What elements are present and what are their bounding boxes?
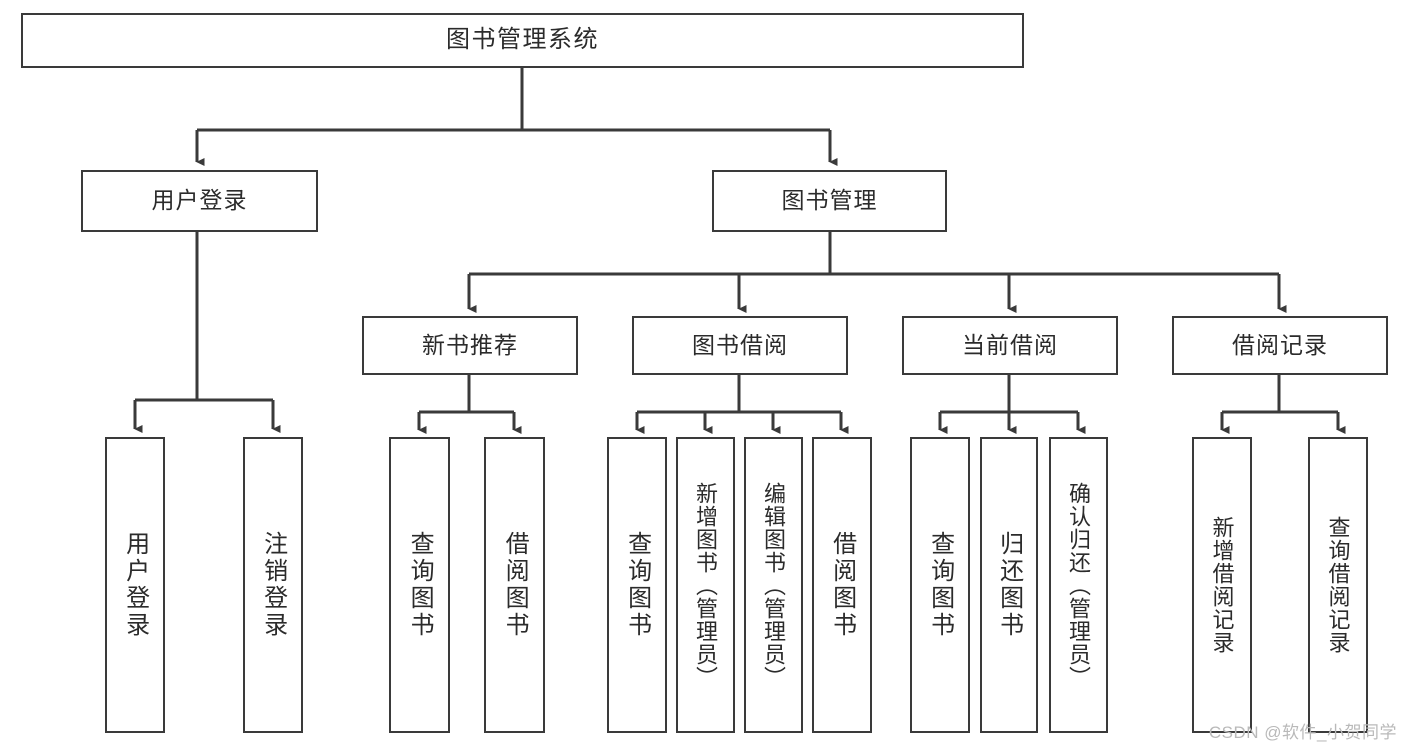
node-label: 查询图书	[406, 531, 434, 639]
node-label: 编辑图书（管理员）	[761, 481, 787, 689]
leaf-book-borrow-query-book[interactable]: 查询图书	[607, 437, 667, 733]
leaf-new-book-borrow-book[interactable]: 借阅图书	[484, 437, 545, 733]
leaf-user-login-login[interactable]: 用户登录	[105, 437, 165, 733]
node-label: 用户登录	[151, 187, 248, 214]
leaf-new-book-query-book[interactable]: 查询图书	[389, 437, 450, 733]
node-root-book-management-system[interactable]: 图书管理系统	[21, 13, 1024, 68]
node-label: 注销登录	[259, 531, 287, 639]
node-label: 查询图书	[623, 531, 651, 639]
node-label: 新增图书（管理员）	[693, 481, 719, 689]
node-user-login[interactable]: 用户登录	[81, 170, 318, 232]
node-label: 新增借阅记录	[1209, 516, 1235, 654]
node-label: 当前借阅	[962, 331, 1058, 358]
node-new-book-recommend[interactable]: 新书推荐	[362, 316, 578, 375]
leaf-borrow-record-query-record[interactable]: 查询借阅记录	[1308, 437, 1368, 733]
node-label: 新书推荐	[422, 331, 518, 358]
leaf-book-borrow-borrow-book[interactable]: 借阅图书	[812, 437, 872, 733]
node-label: 用户登录	[121, 531, 149, 639]
node-book-borrow[interactable]: 图书借阅	[632, 316, 848, 375]
node-current-borrow[interactable]: 当前借阅	[902, 316, 1118, 375]
leaf-current-borrow-query-book[interactable]: 查询图书	[910, 437, 970, 733]
leaf-user-login-logout[interactable]: 注销登录	[243, 437, 303, 733]
node-label: 图书管理	[781, 187, 878, 214]
leaf-book-borrow-add-book-admin[interactable]: 新增图书（管理员）	[676, 437, 735, 733]
node-label: 借阅记录	[1232, 331, 1328, 358]
watermark-csdn: CSDN @软件_小贺同学	[1208, 723, 1397, 742]
node-borrow-record[interactable]: 借阅记录	[1172, 316, 1388, 375]
node-label: 查询借阅记录	[1325, 516, 1351, 654]
node-label: 确认归还（管理员）	[1066, 481, 1092, 689]
leaf-current-borrow-return-book[interactable]: 归还图书	[980, 437, 1038, 733]
node-label: 查询图书	[926, 531, 954, 639]
node-label: 图书管理系统	[446, 26, 599, 54]
leaf-current-borrow-confirm-return-admin[interactable]: 确认归还（管理员）	[1049, 437, 1108, 733]
node-label: 借阅图书	[828, 531, 856, 639]
node-label: 借阅图书	[501, 531, 529, 639]
node-label: 图书借阅	[692, 331, 788, 358]
node-label: 归还图书	[995, 531, 1023, 639]
leaf-borrow-record-add-record[interactable]: 新增借阅记录	[1192, 437, 1252, 733]
leaf-book-borrow-edit-book-admin[interactable]: 编辑图书（管理员）	[744, 437, 803, 733]
node-book-management[interactable]: 图书管理	[712, 170, 947, 232]
